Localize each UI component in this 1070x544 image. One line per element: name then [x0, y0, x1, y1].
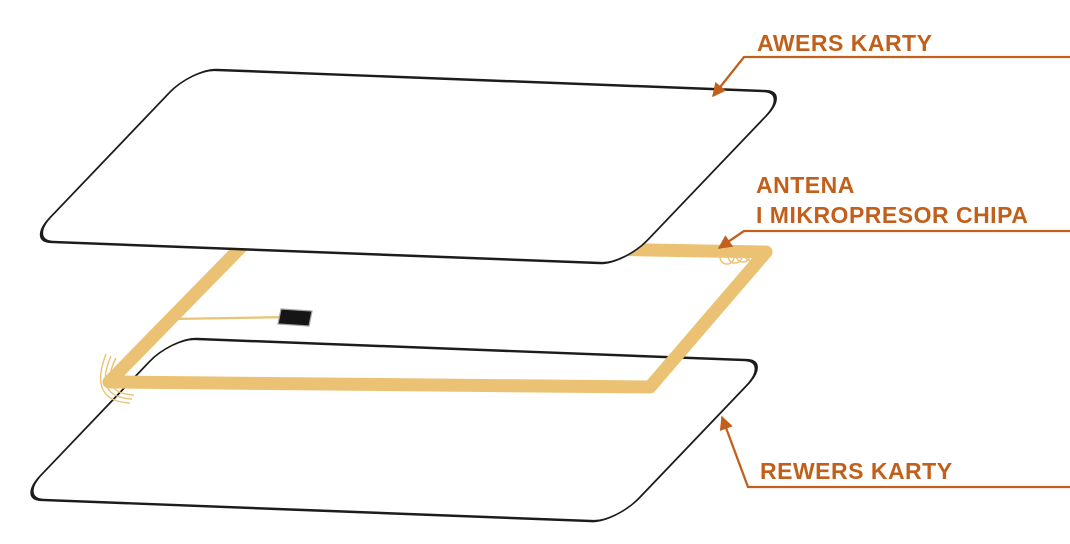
antenna-label-line2: I MIKROPRESOR CHIPA: [756, 202, 1028, 228]
antenna-label-line1: ANTENA: [756, 172, 855, 198]
front-card-label: AWERS KARTY: [757, 30, 932, 56]
coil-turn: [751, 246, 765, 260]
coil-turn: [735, 247, 751, 263]
coil-turn: [727, 248, 743, 264]
chip-connector-trace: [171, 315, 291, 321]
coil-turn: [719, 249, 735, 265]
coil-arc: [99, 353, 131, 404]
chip: [277, 308, 313, 327]
front-card-leader-line: [712, 55, 1070, 98]
coil-arc: [104, 355, 133, 400]
antenna-leader-line: [717, 229, 1070, 249]
coil-arc: [109, 357, 135, 396]
coil-turn: [743, 246, 759, 262]
back-card-label: REWERS KARTY: [760, 458, 953, 484]
back-card-leader-line: [719, 415, 1070, 489]
antenna-coil-windings: [99, 246, 765, 404]
front-card-layer: [39, 68, 777, 265]
